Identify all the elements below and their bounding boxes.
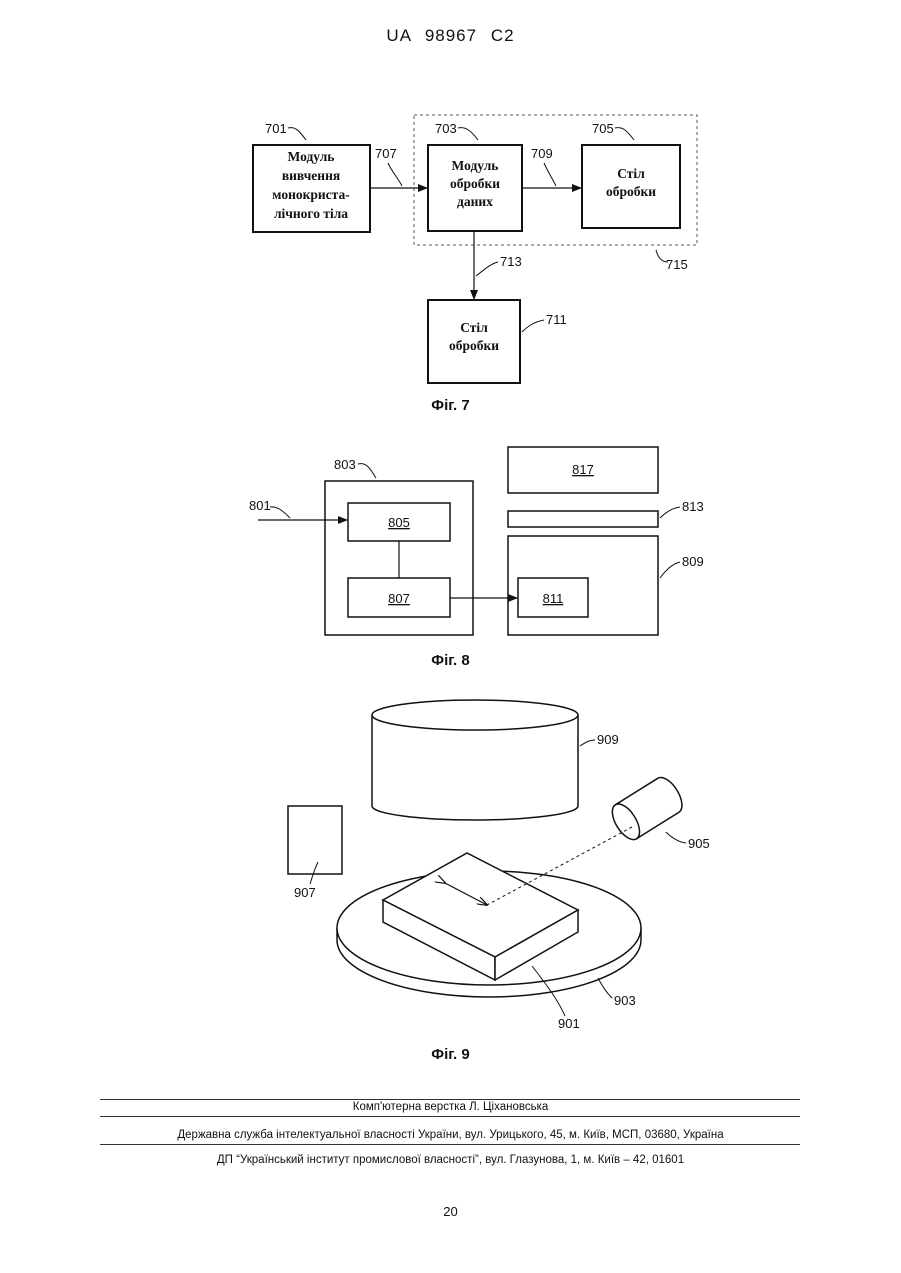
fig9-caption: Фіг. 9 <box>0 1046 901 1063</box>
label-903: 903 <box>614 993 636 1008</box>
footer-rule-3 <box>100 1144 800 1145</box>
footer-office: Державна служба інтелектуальної власност… <box>0 1129 901 1141</box>
fig9-diagram: 909 907 905 903 901 <box>0 0 901 1060</box>
leader-905 <box>666 832 686 843</box>
camera-905 <box>607 773 688 844</box>
footer-typesetting: Комп'ютерна верстка Л. Ціхановська <box>0 1101 901 1113</box>
footer-rule-1 <box>100 1099 800 1100</box>
label-901: 901 <box>558 1016 580 1031</box>
cylinder-909 <box>372 700 578 820</box>
label-909: 909 <box>597 732 619 747</box>
label-907: 907 <box>294 885 316 900</box>
footer-institute: ДП “Український інститут промислової вла… <box>0 1154 901 1166</box>
page-number: 20 <box>0 1204 901 1219</box>
leader-909 <box>580 740 595 746</box>
box-907 <box>288 806 342 874</box>
label-905: 905 <box>688 836 710 851</box>
leader-903 <box>598 978 612 998</box>
footer-rule-2 <box>100 1116 800 1117</box>
